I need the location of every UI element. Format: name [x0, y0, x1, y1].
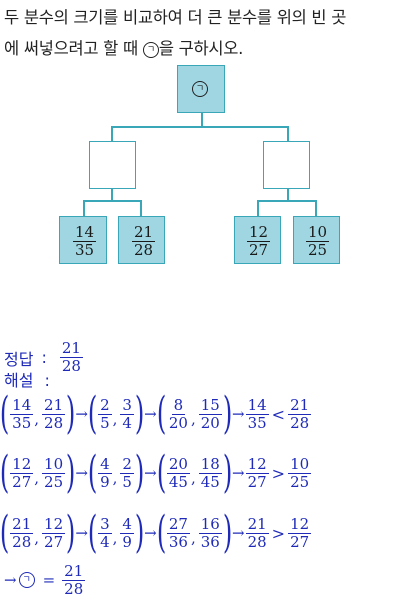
middle-box-left: [89, 141, 136, 189]
connector: [111, 126, 113, 142]
connector: [287, 188, 289, 202]
question-line-1: 두 분수의 크기를 비교하여 더 큰 분수를 위의 빈 곳: [4, 8, 347, 27]
comparison-sign: <: [271, 404, 286, 424]
root-box: ㄱ: [177, 65, 225, 113]
middle-box-right: [263, 141, 310, 189]
circled-symbol: ㄱ: [142, 41, 159, 58]
connector: [111, 126, 289, 128]
connector: [257, 200, 259, 217]
connector: [287, 126, 289, 142]
comparison-sign: >: [271, 463, 286, 483]
explanation-label: 해설 :: [4, 371, 50, 390]
comparison-sign: >: [271, 523, 286, 543]
connector: [257, 200, 317, 202]
connector: [83, 200, 142, 202]
final-symbol: ㄱ: [18, 572, 35, 588]
root-symbol: ㄱ: [192, 81, 208, 97]
connector: [315, 200, 317, 217]
question-text: 두 분수의 크기를 비교하여 더 큰 분수를 위의 빈 곳 에 써넣으려고 할 …: [4, 2, 398, 64]
connector: [140, 200, 142, 217]
connector: [111, 188, 113, 202]
connector: [201, 111, 203, 128]
answer-label: 정답: [4, 349, 34, 369]
connector: [83, 200, 85, 217]
